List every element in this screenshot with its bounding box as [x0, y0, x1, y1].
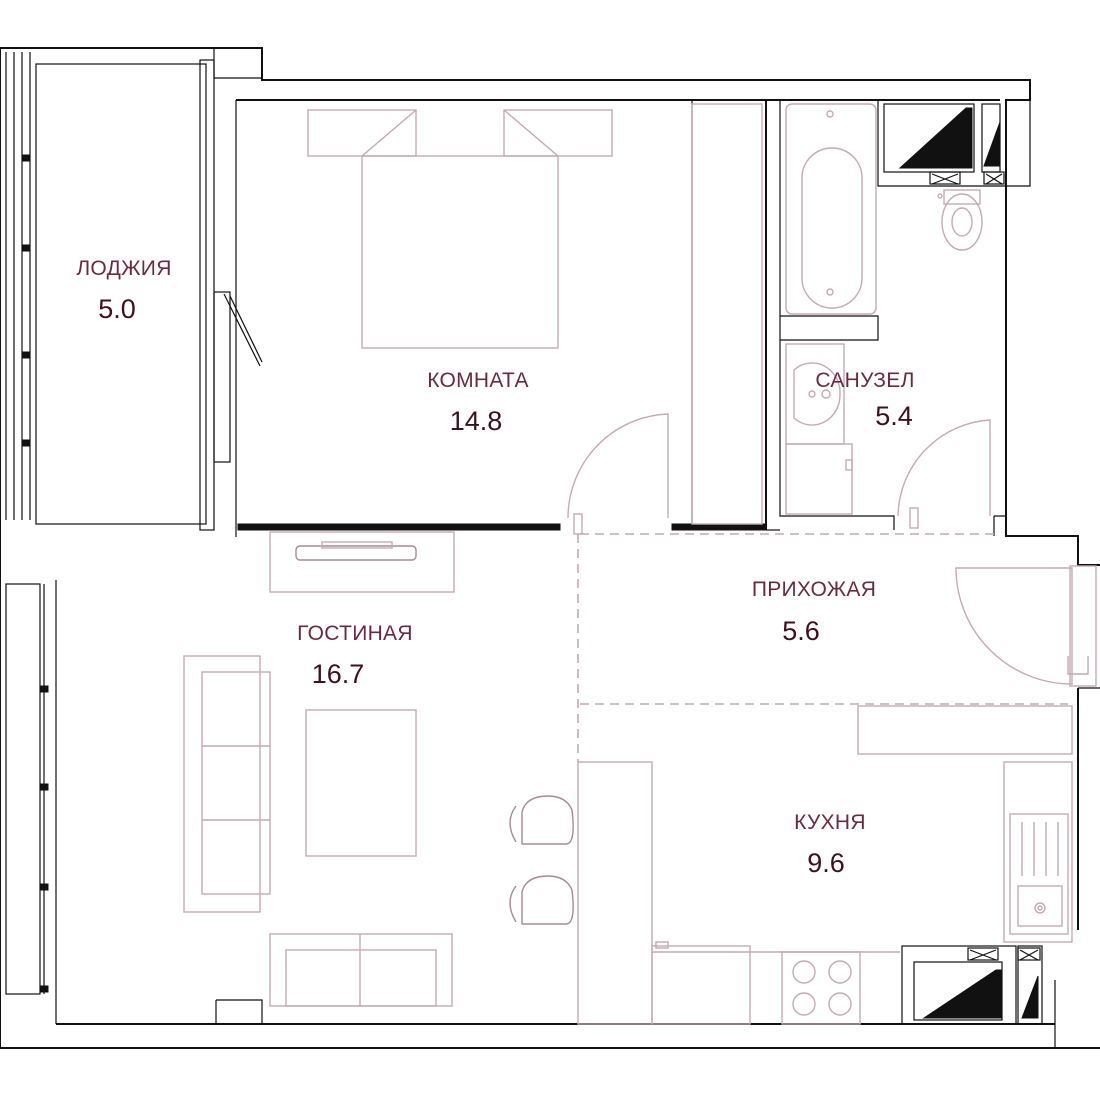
label-bathroom: САНУЗЕЛ 5.4: [815, 369, 914, 431]
bathroom-area-value: 5.4: [875, 401, 913, 431]
sink: [785, 343, 845, 445]
loggia-name: ЛОДЖИЯ: [76, 257, 171, 280]
hallway-area-value: 5.6: [782, 616, 820, 646]
bathtub: [785, 103, 877, 315]
label-bedroom: КОМНАТА 14.8: [427, 369, 529, 436]
hallway-zone-lines: [577, 533, 1068, 762]
bar-chairs: [509, 795, 574, 925]
kitchen-area-value: 9.6: [807, 848, 845, 878]
bathroom-name: САНУЗЕЛ: [815, 369, 914, 392]
living-area-value: 16.7: [312, 659, 365, 689]
tv-stand: [269, 531, 455, 593]
label-living: ГОСТИНАЯ 16.7: [297, 622, 413, 689]
kitchen-island: [577, 761, 653, 1025]
interior-walls: [237, 100, 1006, 536]
label-kitchen: КУХНЯ 9.6: [794, 811, 866, 878]
toilet: [937, 189, 983, 251]
loggia-area: [5, 52, 263, 531]
kitchen-counter: [1003, 761, 1073, 943]
wardrobe: [691, 103, 763, 525]
kitchen-name: КУХНЯ: [794, 811, 866, 834]
entrance-door: [955, 565, 1097, 687]
bedroom-name: КОМНАТА: [427, 369, 529, 392]
armchairs: [269, 933, 453, 1007]
kitchen-bottom-row: [651, 941, 900, 1025]
label-loggia: ЛОДЖИЯ 5.0: [76, 257, 171, 324]
loggia-area-value: 5.0: [98, 294, 136, 324]
hallway-name: ПРИХОЖАЯ: [752, 578, 876, 601]
living-name: ГОСТИНАЯ: [297, 622, 413, 645]
ventilation-shaft-bottom: [901, 945, 1043, 1025]
washing-machine: [785, 443, 853, 515]
label-hallway: ПРИХОЖАЯ 5.6: [752, 578, 876, 646]
ventilation-shaft-top: [883, 103, 1005, 185]
sofa: [183, 655, 271, 913]
living-window: [5, 583, 49, 995]
outer-walls: [0, 47, 1100, 1049]
bathroom-door: [897, 419, 991, 529]
bed: [307, 109, 613, 349]
bedroom-area-value: 14.8: [450, 406, 503, 436]
upper-cabinets: [857, 705, 1073, 755]
bedroom-door: [567, 413, 669, 535]
coffee-table: [305, 709, 417, 857]
